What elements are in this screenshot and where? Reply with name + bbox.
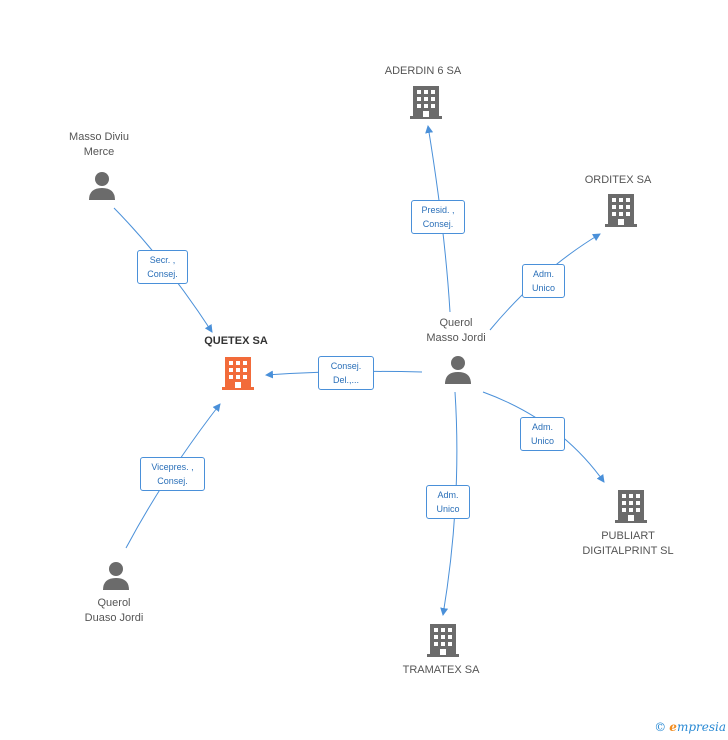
orditex-building-icon[interactable] (605, 192, 637, 233)
masso-diviu-label[interactable]: Masso Diviu Merce (69, 131, 129, 158)
quetex-building-main-icon[interactable] (222, 355, 254, 396)
publiart-building-icon[interactable] (615, 488, 647, 529)
relation-adm-unico-publiart[interactable]: Adm. Unico (520, 417, 565, 451)
brand-initial: e (669, 720, 677, 734)
orditex-label[interactable]: ORDITEX SA (584, 174, 652, 186)
aderdin-building-icon[interactable] (410, 84, 442, 125)
relation-adm-unico-orditex[interactable]: Adm. Unico (522, 264, 565, 298)
querol-duaso-label[interactable]: Querol Duaso Jordi (84, 597, 144, 624)
querol-masso-label[interactable]: Querol Masso Jordi (426, 317, 486, 344)
empresia-credit: ©empresia (654, 720, 726, 734)
relation-adm-unico-tramatex[interactable]: Adm. Unico (426, 485, 470, 519)
publiart-label[interactable]: PUBLIART DIGITALPRINT SL (582, 530, 674, 557)
aderdin-label[interactable]: ADERDIN 6 SA (384, 65, 462, 77)
querol-masso-person-icon[interactable] (443, 354, 473, 391)
brand-name: mpresia (676, 720, 726, 734)
tramatex-label[interactable]: TRAMATEX SA (402, 664, 480, 676)
relation-secr-consej[interactable]: Secr. , Consej. (137, 250, 188, 284)
copyright-icon: © (654, 720, 667, 734)
relation-consej-del[interactable]: Consej. Del.,... (318, 356, 374, 390)
relation-vicepres-consej[interactable]: Vicepres. , Consej. (140, 457, 205, 491)
masso-diviu-person-icon[interactable] (87, 170, 117, 207)
querol-duaso-person-icon[interactable] (101, 560, 131, 597)
quetex-label[interactable]: QUETEX SA (204, 335, 268, 347)
relation-presid-consej[interactable]: Presid. , Consej. (411, 200, 465, 234)
tramatex-building-icon[interactable] (427, 622, 459, 663)
